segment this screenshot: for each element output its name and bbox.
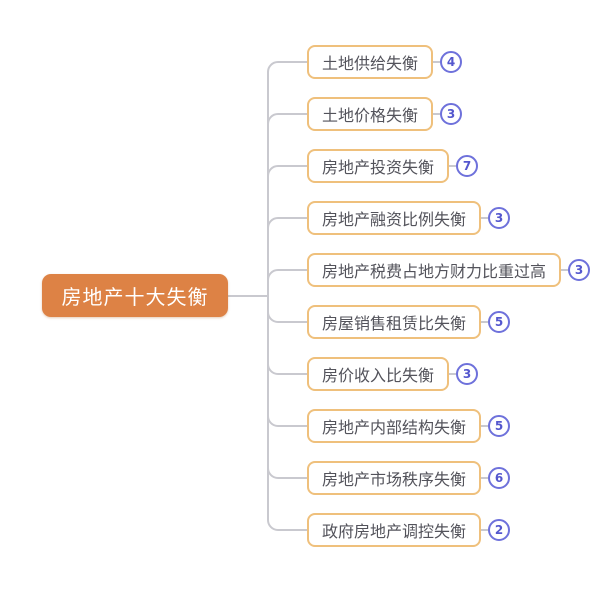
badge-connector-line <box>481 217 489 219</box>
badge-connector-line <box>561 269 569 271</box>
node-label: 房价收入比失衡 <box>322 366 435 385</box>
child-count-badge[interactable]: 3 <box>488 207 511 229</box>
child-count-badge[interactable]: 6 <box>488 467 511 489</box>
child-row: 房地产税费占地方财力比重过高 3 <box>307 253 591 287</box>
branch-line <box>267 269 308 297</box>
mindmap-node[interactable]: 土地价格失衡 <box>307 97 434 131</box>
child-row: 土地供给失衡 4 <box>307 45 463 79</box>
node-label: 房地产内部结构失衡 <box>322 418 467 437</box>
branch-line <box>267 295 308 375</box>
node-label: 房地产税费占地方财力比重过高 <box>322 262 547 281</box>
badge-connector-line <box>449 165 457 167</box>
mindmap-node[interactable]: 房地产融资比例失衡 <box>307 201 482 235</box>
child-row: 房地产市场秩序失衡 6 <box>307 461 511 495</box>
branch-line <box>267 113 308 297</box>
branch-line <box>267 165 308 297</box>
child-row: 房屋销售租赁比失衡 5 <box>307 305 511 339</box>
child-row: 房地产投资失衡 7 <box>307 149 479 183</box>
branch-line <box>267 295 308 323</box>
child-count-badge[interactable]: 5 <box>488 311 511 333</box>
badge-connector-line <box>433 61 441 63</box>
mindmap-node[interactable]: 房地产市场秩序失衡 <box>307 461 482 495</box>
child-count-badge[interactable]: 3 <box>568 259 591 281</box>
child-count-badge[interactable]: 5 <box>488 415 511 437</box>
branch-line <box>267 295 308 479</box>
node-label: 房屋销售租赁比失衡 <box>322 314 467 333</box>
badge-connector-line <box>481 321 489 323</box>
root-node-label: 房地产十大失衡 <box>61 285 209 309</box>
child-count-badge[interactable]: 7 <box>456 155 479 177</box>
mindmap-node[interactable]: 房地产内部结构失衡 <box>307 409 482 443</box>
branch-line <box>267 217 308 297</box>
child-row: 房地产内部结构失衡 5 <box>307 409 511 443</box>
child-count-badge[interactable]: 2 <box>488 519 511 541</box>
child-count-badge[interactable]: 3 <box>456 363 479 385</box>
badge-connector-line <box>481 529 489 531</box>
node-label: 房地产市场秩序失衡 <box>322 470 467 489</box>
badge-connector-line <box>481 477 489 479</box>
node-label: 房地产融资比例失衡 <box>322 210 467 229</box>
child-row: 政府房地产调控失衡 2 <box>307 513 511 547</box>
node-label: 土地价格失衡 <box>322 106 419 125</box>
mindmap-node[interactable]: 房价收入比失衡 <box>307 357 450 391</box>
node-label: 政府房地产调控失衡 <box>322 522 467 541</box>
branch-line <box>267 295 308 427</box>
mindmap-node[interactable]: 土地供给失衡 <box>307 45 434 79</box>
child-row: 土地价格失衡 3 <box>307 97 463 131</box>
root-node[interactable]: 房地产十大失衡 <box>42 274 228 317</box>
mindmap-node[interactable]: 房地产税费占地方财力比重过高 <box>307 253 562 287</box>
child-row: 房价收入比失衡 3 <box>307 357 479 391</box>
badge-connector-line <box>433 113 441 115</box>
mindmap-node[interactable]: 政府房地产调控失衡 <box>307 513 482 547</box>
branch-line <box>267 61 308 297</box>
badge-connector-line <box>481 425 489 427</box>
node-label: 房地产投资失衡 <box>322 158 435 177</box>
child-count-badge[interactable]: 4 <box>440 51 463 73</box>
mindmap-node[interactable]: 房屋销售租赁比失衡 <box>307 305 482 339</box>
child-count-badge[interactable]: 3 <box>440 103 463 125</box>
branch-line <box>267 295 308 531</box>
child-row: 房地产融资比例失衡 3 <box>307 201 511 235</box>
mindmap-node[interactable]: 房地产投资失衡 <box>307 149 450 183</box>
node-label: 土地供给失衡 <box>322 54 419 73</box>
badge-connector-line <box>449 373 457 375</box>
